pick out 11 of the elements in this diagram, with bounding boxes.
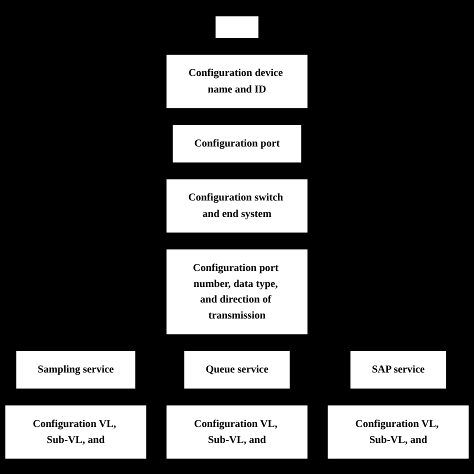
node-box: Configuration device name and ID bbox=[166, 54, 308, 108]
node-box: Queue service bbox=[184, 350, 290, 388]
node-box: Configuration VL, Sub-VL, and bbox=[5, 404, 146, 458]
node-box: Configuration switch and end system bbox=[166, 178, 308, 232]
node-box: SAP service bbox=[350, 350, 446, 388]
node-box: Configuration VL, Sub-VL, and bbox=[328, 404, 469, 458]
node-box: Sampling service bbox=[16, 350, 136, 388]
node-box bbox=[216, 16, 258, 38]
node-box: Configuration port number, data type, and direction of transmission bbox=[166, 248, 308, 334]
node-box: Configuration VL, Sub-VL, and bbox=[166, 404, 308, 458]
node-box: Configuration port bbox=[172, 124, 302, 162]
